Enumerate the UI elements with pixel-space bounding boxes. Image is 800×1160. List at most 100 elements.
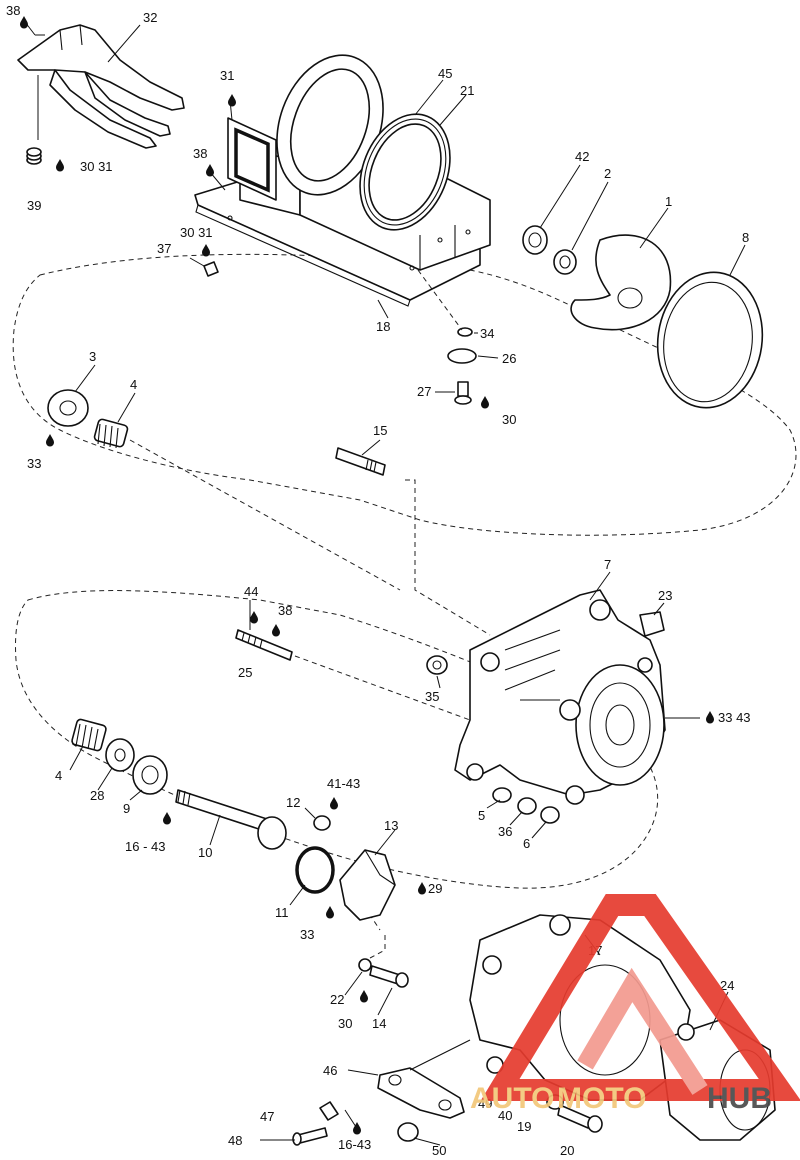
part-37-bolt <box>189 257 219 277</box>
label-26: 26 <box>502 351 516 366</box>
part-12-nut <box>313 815 331 831</box>
part-36-washer <box>517 797 537 815</box>
label-33: 33 <box>300 927 314 942</box>
part-4-needle-bearing-bottom <box>71 718 107 752</box>
label-7: 7 <box>604 557 611 572</box>
part-42-seal <box>522 225 548 255</box>
label-32: 32 <box>143 10 157 25</box>
part-32-bracket <box>17 24 185 149</box>
part-4-needle-bearing-top <box>93 418 129 449</box>
label-16-43: 16 - 43 <box>125 839 165 854</box>
part-48-screw <box>292 1127 328 1146</box>
label-16-43: 16-43 <box>338 1137 371 1152</box>
part-7-pump-housing <box>454 589 666 805</box>
part-5-washer <box>492 787 512 803</box>
label-44: 44 <box>244 584 258 599</box>
part-20-bolt <box>557 1104 603 1133</box>
part-8-ring <box>656 271 764 409</box>
part-22-washer <box>358 958 372 972</box>
label-47: 47 <box>260 1109 274 1124</box>
label-14: 14 <box>372 1016 386 1031</box>
leader-lines <box>24 21 746 1146</box>
part-39-spring <box>26 147 42 165</box>
label-38: 38 <box>6 3 20 18</box>
part-9-seal <box>132 755 168 795</box>
part-47-bolt <box>319 1101 339 1121</box>
label-31: 31 <box>220 68 234 83</box>
part-35-washer <box>426 655 448 675</box>
part-46-lever <box>377 1039 471 1119</box>
label-19: 19 <box>517 1119 531 1134</box>
label-5: 5 <box>478 808 485 823</box>
part-6-nut <box>540 806 560 824</box>
part-2-bearing <box>553 249 577 275</box>
part-10-impeller-shaft <box>175 789 287 850</box>
label-34: 34 <box>480 326 494 341</box>
label-2: 2 <box>604 166 611 181</box>
label-29: 29 <box>428 881 442 896</box>
label-38: 38 <box>278 603 292 618</box>
part-45-ring <box>276 54 384 196</box>
part-50-nut <box>397 1122 419 1142</box>
label-3: 3 <box>89 349 96 364</box>
part-3-seal <box>47 389 89 427</box>
part-labels: 38 32 31 45 21 38 30 31 39 42 2 1 8 30 3… <box>6 3 751 1158</box>
label-15: 15 <box>373 423 387 438</box>
label-1: 1 <box>665 194 672 209</box>
label-13: 13 <box>384 818 398 833</box>
label-28: 28 <box>90 788 104 803</box>
label-45: 45 <box>438 66 452 81</box>
part-27-screw <box>454 381 472 405</box>
label-30-31: 30 31 <box>180 225 213 240</box>
label-4: 4 <box>55 768 62 783</box>
label-46: 46 <box>323 1063 337 1078</box>
label-41-43: 41-43 <box>327 776 360 791</box>
label-33: 33 <box>27 456 41 471</box>
watermark-logo: AUTO MOTO HUB <box>470 894 800 1115</box>
part-21-ring <box>359 113 451 231</box>
part-25-stud <box>235 629 293 661</box>
label-38: 38 <box>193 146 207 161</box>
label-27: 27 <box>417 384 431 399</box>
watermark-text-moto: MOTO <box>557 1082 646 1115</box>
part-31-gasket <box>227 117 277 201</box>
part-1-wear-ring-housing <box>570 234 672 331</box>
label-12: 12 <box>286 795 300 810</box>
label-22: 22 <box>330 992 344 1007</box>
part-26-washer <box>447 348 477 364</box>
label-30: 30 <box>502 412 516 427</box>
label-10: 10 <box>198 845 212 860</box>
part-28-thrust-washer <box>105 738 135 772</box>
label-18: 18 <box>376 319 390 334</box>
label-4: 4 <box>130 377 137 392</box>
label-9: 9 <box>123 801 130 816</box>
label-42: 42 <box>575 149 589 164</box>
label-37: 37 <box>157 241 171 256</box>
label-48: 48 <box>228 1133 242 1148</box>
part-23-plug <box>639 611 665 637</box>
label-24: 24 <box>720 978 734 993</box>
part-15-shaft <box>335 447 386 476</box>
label-33-43: 33 43 <box>718 710 751 725</box>
watermark-text-hub: HUB <box>707 1082 772 1115</box>
part-34-washer <box>457 327 473 337</box>
label-30-31: 30 31 <box>80 159 113 174</box>
label-23: 23 <box>658 588 672 603</box>
label-39: 39 <box>27 198 41 213</box>
label-36: 36 <box>498 824 512 839</box>
label-30: 30 <box>338 1016 352 1031</box>
label-25: 25 <box>238 665 252 680</box>
part-13-cone <box>339 849 396 921</box>
label-11: 11 <box>275 905 289 920</box>
watermark-text-auto: AUTO <box>470 1082 554 1115</box>
label-21: 21 <box>460 83 474 98</box>
label-50: 50 <box>432 1143 446 1158</box>
label-40: 40 <box>498 1108 512 1123</box>
label-8: 8 <box>742 230 749 245</box>
label-35: 35 <box>425 689 439 704</box>
part-11-o-ring <box>295 846 335 894</box>
part-14-bolt <box>369 965 409 988</box>
label-20: 20 <box>560 1143 574 1158</box>
